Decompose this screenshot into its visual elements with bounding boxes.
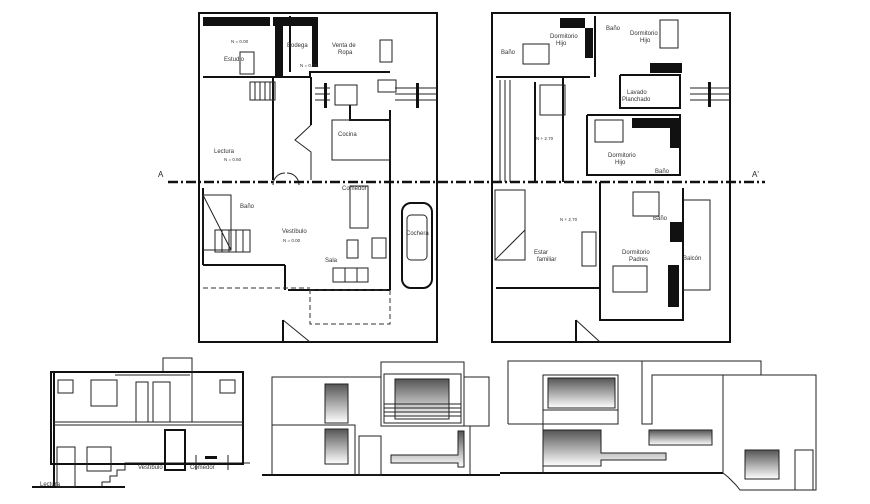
room-label: Baño (606, 26, 621, 32)
room-label: Planchado (622, 97, 651, 103)
room-label: N = 0.60 (224, 157, 242, 162)
ground-floor-labels: Estudio Bodega Venta de Ropa Lectura Coc… (214, 39, 429, 264)
upper-floor-plan (491, 12, 731, 343)
side-elevation (500, 360, 817, 491)
room-label: Hijo (615, 160, 626, 166)
room-label: Estudio (224, 57, 245, 63)
room-label: Vestíbulo (138, 465, 163, 471)
room-label: Ropa (338, 50, 353, 56)
room-label: Baño (655, 169, 670, 175)
room-label: N = 0.00 (300, 63, 318, 68)
room-label: Cochera (406, 231, 429, 237)
front-elevation (262, 361, 500, 476)
room-label: N + 2.70 (560, 217, 578, 222)
room-label: Padres (629, 257, 648, 263)
dining-table (349, 185, 369, 229)
room-label: Baño (501, 50, 516, 56)
room-label: Lavado (627, 90, 647, 96)
section-mark-end: A' (752, 170, 759, 179)
room-label: Lectura (40, 482, 61, 488)
room-label: Cocina (338, 132, 357, 138)
room-label: Venta de (332, 43, 356, 49)
room-label: Comedor (342, 186, 367, 192)
upper-floor-labels: Baño Dormitorio Hijo Baño Dormitorio Hij… (501, 26, 701, 263)
room-label: Bodega (287, 43, 308, 49)
room-label: Comedor (190, 465, 215, 471)
room-label: Dormitorio (630, 31, 658, 37)
ground-floor-plan (198, 12, 438, 343)
section-elevation: Lectura Vestíbulo Comedor (32, 357, 250, 488)
room-label: Baño (240, 204, 255, 210)
stairs (214, 81, 276, 253)
room-label: Dormitorio (608, 153, 636, 159)
railings (315, 83, 437, 108)
room-label: Dormitorio (550, 34, 578, 40)
room-label: familiar (537, 257, 556, 263)
room-label: Dormitorio (622, 250, 650, 256)
room-label: N + 2.70 (536, 136, 554, 141)
room-label: Sala (325, 258, 338, 264)
sofa (332, 267, 369, 283)
room-label: Baño (653, 216, 668, 222)
room-label: Hijo (556, 41, 567, 47)
car (401, 202, 433, 289)
railings (690, 82, 730, 107)
room-label: Vestíbulo (282, 229, 307, 235)
section-mark-start: A (158, 170, 164, 179)
room-label: Lectura (214, 149, 235, 155)
room-label: Estar (534, 250, 548, 256)
room-label: Hijo (640, 38, 651, 44)
room-label: N = 0.00 (231, 39, 249, 44)
room-label: N = 0.00 (283, 238, 301, 243)
room-label: Balcón (683, 256, 701, 262)
